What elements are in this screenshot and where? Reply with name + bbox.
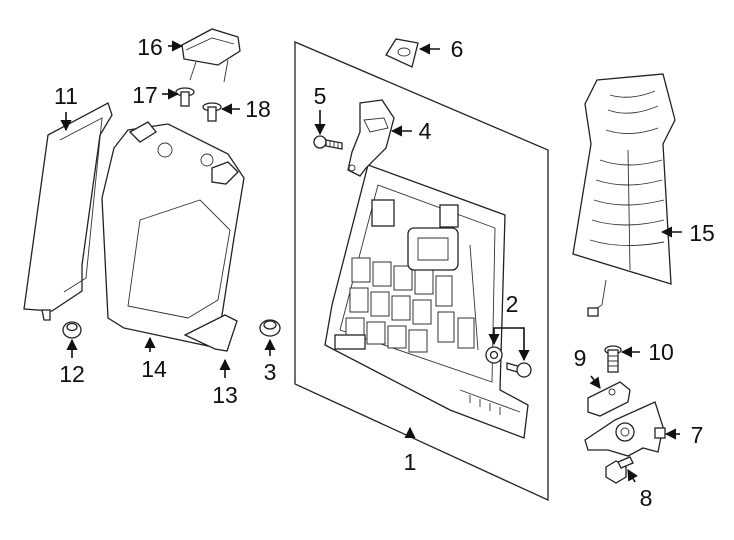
callout-17: 17 (132, 82, 158, 108)
callout-5: 5 (314, 83, 327, 109)
seat-back-cover-part-14 (101, 121, 245, 347)
latch-bracket-part-4 (347, 99, 395, 177)
callout-7: 7 (691, 422, 704, 448)
callout-13: 13 (212, 382, 238, 408)
seat-back-frame-part-1 (294, 41, 549, 502)
callout-14: 14 (141, 356, 167, 382)
callout-18: 18 (245, 96, 271, 122)
callout-12: 12 (59, 361, 85, 387)
callout-11: 11 (54, 83, 78, 109)
hinge-bracket-part-7 (584, 401, 666, 457)
callout-10: 10 (648, 339, 674, 365)
callout-15: 15 (689, 220, 715, 246)
callout-4: 4 (419, 118, 432, 144)
heating-pad-part-15 (572, 73, 676, 317)
side-trim-part-11 (23, 102, 113, 321)
callout-6: 6 (451, 36, 464, 62)
guide-part-9 (587, 381, 631, 417)
callout-3: 3 (264, 359, 277, 385)
guide-part-17 (175, 87, 195, 107)
leader-lines (60, 40, 682, 483)
bolt-part-2 (485, 346, 532, 378)
callout-9: 9 (574, 345, 587, 371)
guide-part-18 (202, 102, 222, 122)
bushing-part-3 (259, 319, 281, 337)
callout-8: 8 (640, 485, 653, 511)
lower-trim-part-13 (183, 314, 238, 352)
bolt-part-8 (605, 456, 634, 484)
clip-part-6 (385, 38, 419, 68)
headrest-part-16 (181, 28, 241, 83)
callout-1: 1 (404, 449, 417, 475)
callout-16: 16 (137, 34, 163, 60)
frame-grid (345, 257, 475, 353)
screw-part-5 (313, 135, 343, 150)
bolt-part-10 (604, 345, 622, 373)
callout-labels: 1 2 3 4 5 6 7 8 9 10 11 12 13 14 15 16 1… (54, 34, 715, 511)
callout-2: 2 (506, 291, 519, 317)
cap-part-12 (62, 321, 82, 339)
